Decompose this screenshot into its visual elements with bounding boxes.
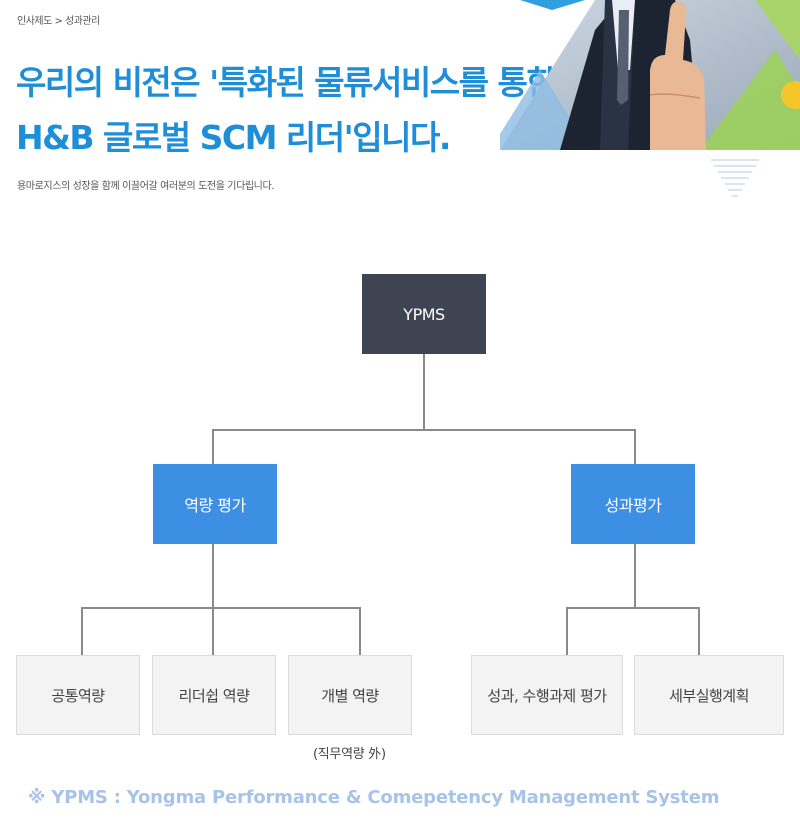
connector-line xyxy=(81,607,361,609)
connector-line xyxy=(566,607,568,655)
connector-line xyxy=(566,607,700,609)
branch-node-competency-evaluation: 역량 평가 xyxy=(153,464,277,544)
connector-line xyxy=(423,354,425,430)
headline-line-2: H&B 글로벌 SCM 리더'입니다. xyxy=(16,118,451,157)
connector-line xyxy=(634,429,636,464)
leaf-node-common-competency: 공통역량 xyxy=(16,655,140,735)
connector-line xyxy=(634,544,636,608)
connector-line xyxy=(359,607,361,655)
branch-node-performance-evaluation: 성과평가 xyxy=(571,464,695,544)
leaf-node-leadership-competency: 리더쉽 역량 xyxy=(152,655,276,735)
hero-businessman-image xyxy=(500,0,800,150)
connector-line xyxy=(212,544,214,608)
leaf-node-individual-competency: 개별 역량 xyxy=(288,655,412,735)
subtext: 용마로지스의 성장을 함께 이끌어갈 여러분의 도전을 기다립니다. xyxy=(17,181,275,192)
connector-line xyxy=(698,607,700,655)
connector-line xyxy=(212,429,214,464)
leaf-node-task-performance-evaluation: 성과, 수행과제 평가 xyxy=(471,655,623,735)
ypms-definition-footer: ※ YPMS : Yongma Performance & Comepetenc… xyxy=(28,787,720,808)
connector-line xyxy=(81,607,83,655)
headline-line-1: 우리의 비전은 '특화된 물류서비스를 통한 xyxy=(16,63,557,102)
root-node-ypms: YPMS xyxy=(362,274,486,354)
connector-line xyxy=(212,607,214,655)
breadcrumb: 인사제도 > 성과관리 xyxy=(17,16,100,27)
job-competency-note: (직무역량 外) xyxy=(313,747,386,762)
decorative-triangle-icon xyxy=(711,159,759,197)
connector-line xyxy=(212,429,636,431)
leaf-node-detailed-action-plan: 세부실행계획 xyxy=(634,655,784,735)
